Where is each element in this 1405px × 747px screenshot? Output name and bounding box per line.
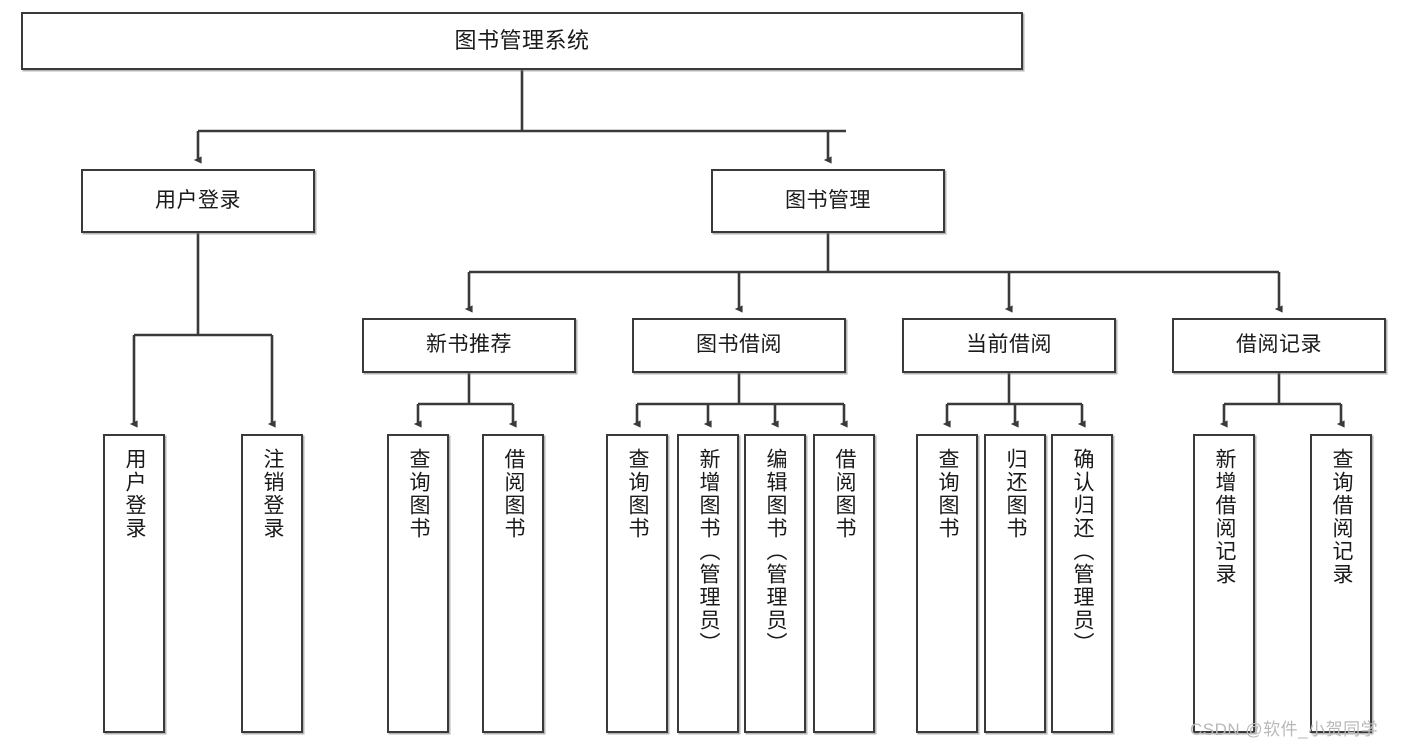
- node-new-book-recommendation[interactable]: 新书推荐: [362, 318, 576, 373]
- node-leaf-borrow-book-recommendation-label: 借阅图书: [502, 448, 526, 540]
- node-borrow-record[interactable]: 借阅记录: [1172, 318, 1386, 373]
- node-leaf-user-login-label: 用户登录: [123, 448, 147, 540]
- node-current-borrow[interactable]: 当前借阅: [902, 318, 1116, 373]
- node-leaf-return-book-label: 归还图书: [1004, 448, 1028, 540]
- node-leaf-query-book-recommendation-label: 查询图书: [407, 448, 431, 540]
- node-book-borrow[interactable]: 图书借阅: [632, 318, 846, 373]
- node-leaf-query-book-current[interactable]: 查询图书: [916, 434, 978, 733]
- node-book-manage[interactable]: 图书管理: [711, 169, 945, 233]
- node-leaf-query-borrow-record-label: 查询借阅记录: [1330, 448, 1354, 586]
- node-leaf-confirm-return-admin-label: 确认归还（管理员）: [1071, 448, 1095, 655]
- node-leaf-add-book-admin-label: 新增图书（管理员）: [697, 448, 721, 655]
- node-current-borrow-label: 当前借阅: [966, 333, 1052, 357]
- node-leaf-query-book-borrow[interactable]: 查询图书: [606, 434, 668, 733]
- node-leaf-confirm-return-admin[interactable]: 确认归还（管理员）: [1051, 434, 1113, 733]
- node-leaf-logout-login-label: 注销登录: [261, 448, 285, 540]
- node-leaf-add-borrow-record-label: 新增借阅记录: [1213, 448, 1237, 586]
- node-borrow-record-label: 借阅记录: [1236, 333, 1322, 357]
- csdn-watermark: CSDN @软件_小贺同学: [1190, 720, 1379, 739]
- node-leaf-borrow-book-borrow[interactable]: 借阅图书: [813, 434, 875, 733]
- node-leaf-edit-book-admin[interactable]: 编辑图书（管理员）: [744, 434, 806, 733]
- node-leaf-add-borrow-record[interactable]: 新增借阅记录: [1193, 434, 1255, 733]
- node-leaf-query-book-current-label: 查询图书: [936, 448, 960, 540]
- node-user-login-label: 用户登录: [155, 188, 241, 212]
- node-leaf-user-login[interactable]: 用户登录: [103, 434, 165, 733]
- node-book-borrow-label: 图书借阅: [696, 333, 782, 357]
- node-leaf-return-book[interactable]: 归还图书: [984, 434, 1046, 733]
- node-user-login[interactable]: 用户登录: [81, 169, 315, 233]
- node-book-manage-label: 图书管理: [785, 188, 871, 212]
- node-leaf-logout-login[interactable]: 注销登录: [241, 434, 303, 733]
- node-root-label: 图书管理系统: [454, 28, 590, 54]
- node-leaf-add-book-admin[interactable]: 新增图书（管理员）: [677, 434, 739, 733]
- node-root[interactable]: 图书管理系统: [21, 12, 1023, 70]
- node-leaf-borrow-book-borrow-label: 借阅图书: [833, 448, 857, 540]
- node-leaf-query-borrow-record[interactable]: 查询借阅记录: [1310, 434, 1372, 733]
- node-leaf-borrow-book-recommendation[interactable]: 借阅图书: [482, 434, 544, 733]
- node-leaf-query-book-borrow-label: 查询图书: [626, 448, 650, 540]
- node-leaf-query-book-recommendation[interactable]: 查询图书: [387, 434, 449, 733]
- node-new-book-recommendation-label: 新书推荐: [426, 333, 512, 357]
- node-leaf-edit-book-admin-label: 编辑图书（管理员）: [764, 448, 788, 655]
